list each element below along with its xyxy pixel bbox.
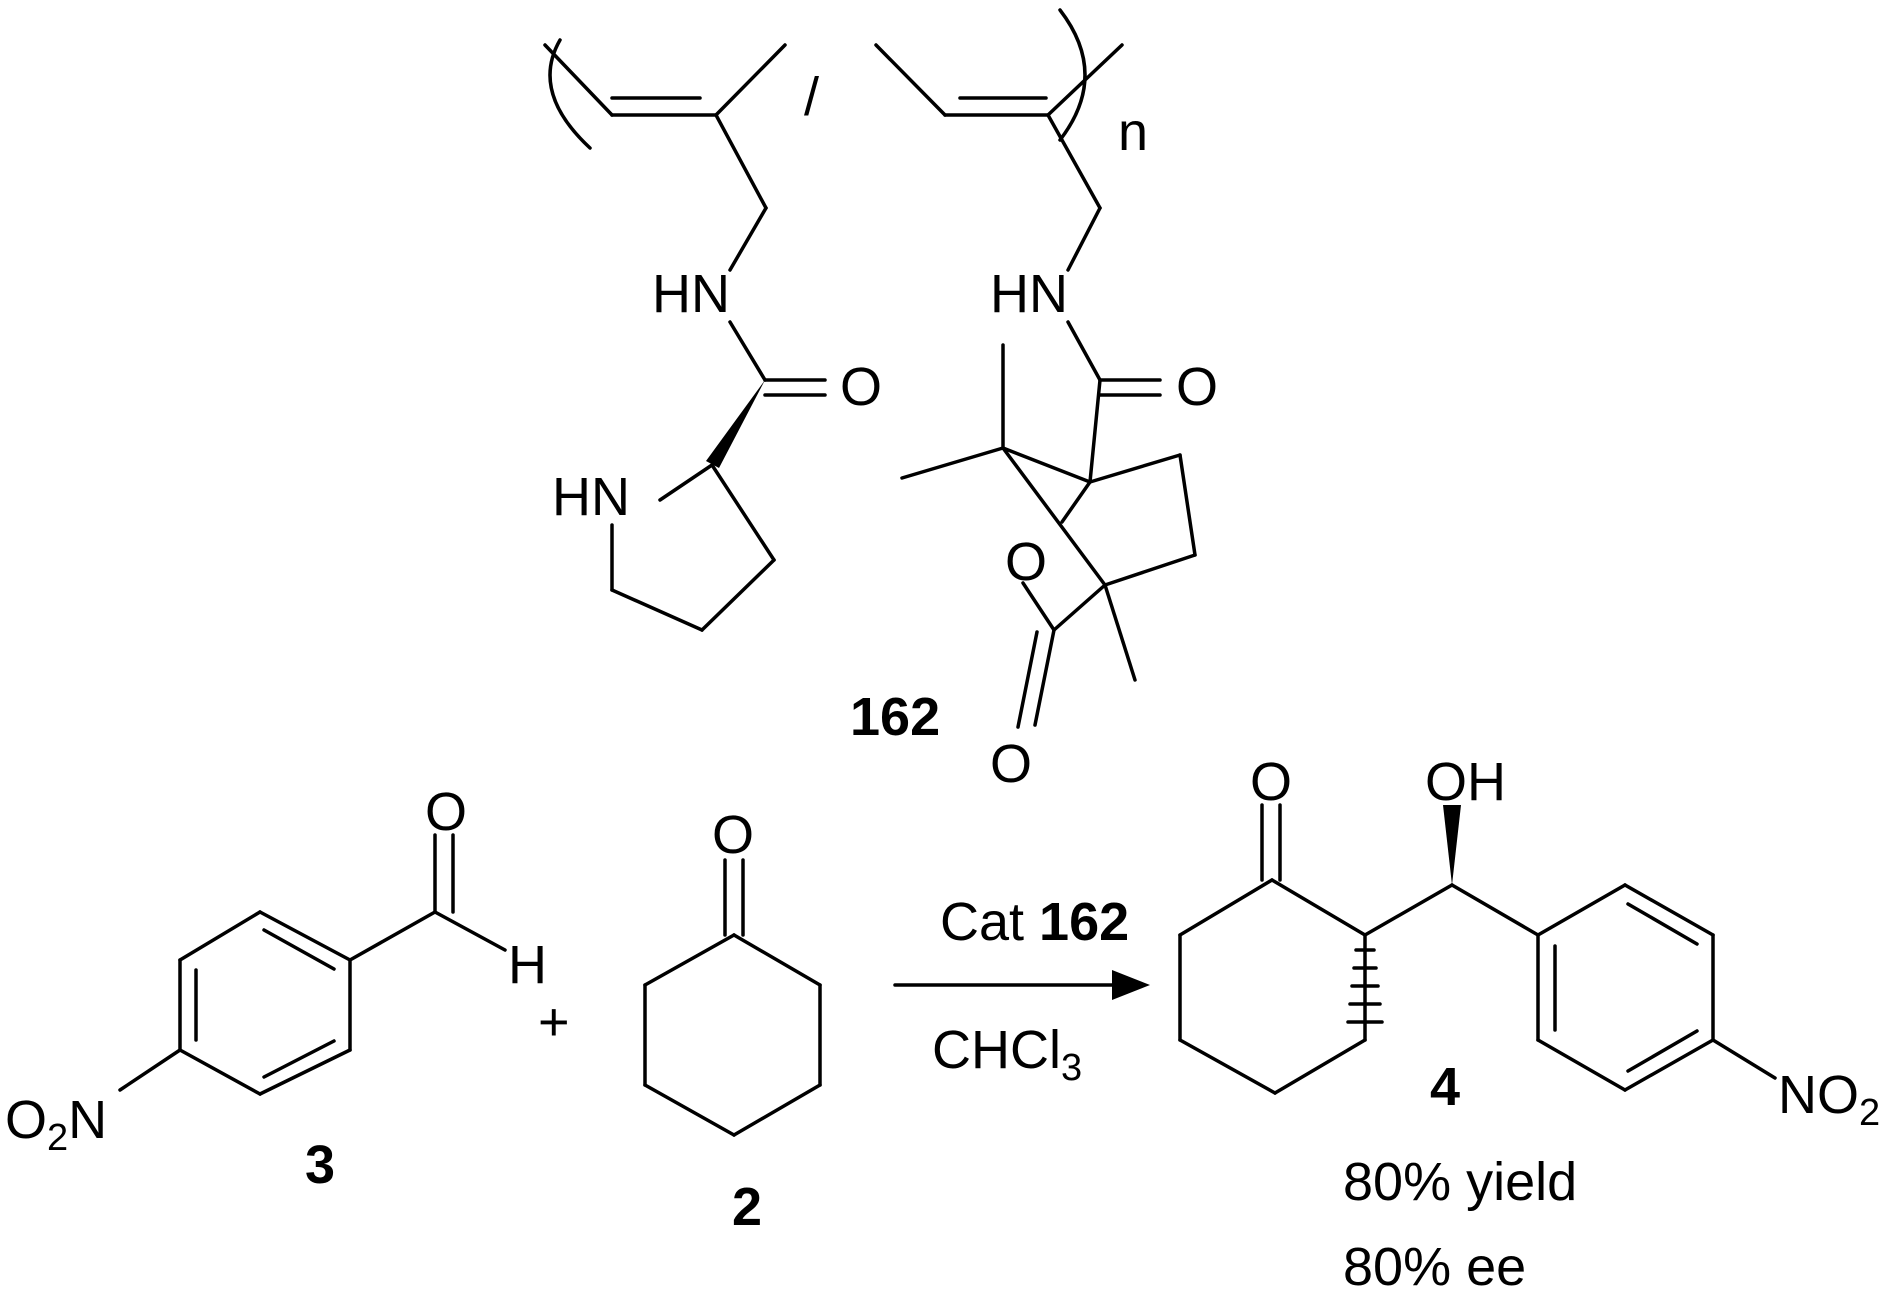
product-4: O OH NO2 4 80% yield 80% ee bbox=[1178, 752, 1880, 1297]
reactant-label-3: 3 bbox=[305, 1135, 335, 1195]
aldehyde-oxygen: O bbox=[425, 782, 467, 842]
pyrrolidine-nh: HN bbox=[552, 467, 630, 527]
hydroxyl-label: OH bbox=[1425, 752, 1506, 812]
hashed-bond bbox=[1346, 948, 1384, 1024]
catalyst-label-162: 162 bbox=[850, 687, 940, 747]
repeat-index-n: n bbox=[1118, 102, 1148, 162]
product-label-4: 4 bbox=[1430, 1057, 1460, 1117]
condition-solvent: CHCl3 bbox=[932, 1020, 1082, 1089]
amide-nh-right: HN bbox=[990, 264, 1068, 324]
arrow-head bbox=[1112, 970, 1150, 1000]
reaction-arrow: Cat 162 CHCl3 bbox=[893, 892, 1150, 1089]
aldehyde-hydrogen: H bbox=[508, 935, 547, 995]
ee-text: 80% ee bbox=[1343, 1237, 1526, 1297]
lactone-carbonyl-o: O bbox=[990, 734, 1032, 794]
ketone-oxygen-4: O bbox=[1250, 752, 1292, 812]
ketone-oxygen-2: O bbox=[712, 805, 754, 865]
reactant-3: O H O2N 3 bbox=[5, 782, 547, 1195]
amide-nh-left: HN bbox=[652, 264, 730, 324]
lactone-ring-o: O bbox=[1005, 532, 1047, 592]
polymer-separator: / bbox=[804, 67, 819, 127]
left-bracket bbox=[548, 38, 592, 150]
wedge-oh bbox=[1443, 805, 1461, 885]
reactant-2: O 2 bbox=[643, 805, 822, 1237]
yield-text: 80% yield bbox=[1343, 1152, 1577, 1212]
nitro-group-3: O2N bbox=[5, 1090, 107, 1159]
catalyst-polymer: / n HN O HN HN O O O 162 bbox=[543, 8, 1218, 794]
right-bracket bbox=[1058, 8, 1087, 142]
reactant-label-2: 2 bbox=[732, 1177, 762, 1237]
amide-o-left: O bbox=[840, 357, 882, 417]
amide-o-right: O bbox=[1176, 357, 1218, 417]
nitro-group-4: NO2 bbox=[1778, 1065, 1880, 1134]
wedge-bond bbox=[706, 380, 765, 468]
condition-catalyst: Cat 162 bbox=[940, 892, 1129, 952]
plus-sign: + bbox=[538, 992, 570, 1052]
